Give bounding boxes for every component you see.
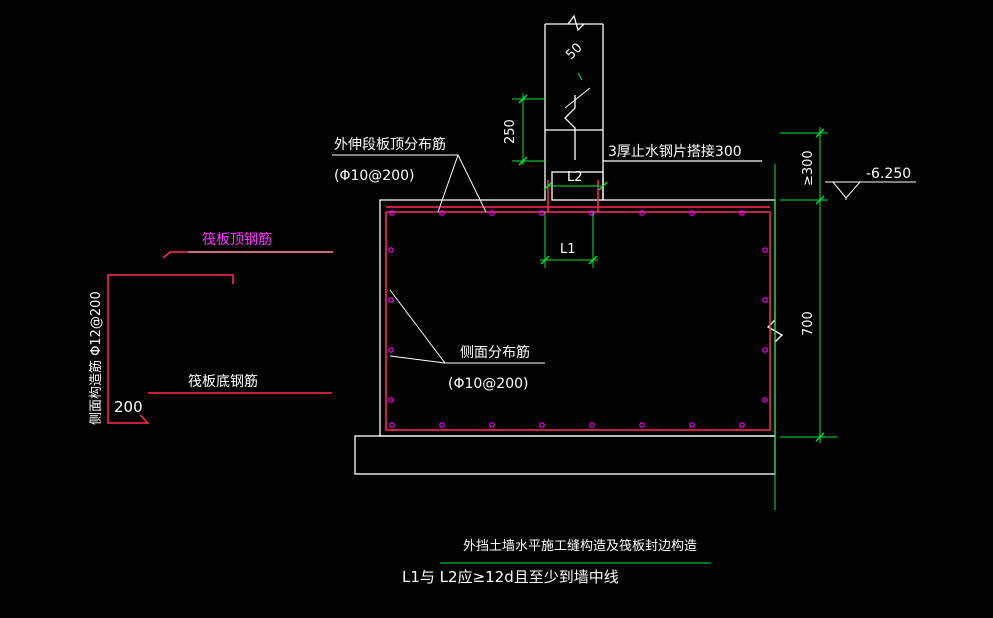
rebar-dot [589,422,595,428]
tick [540,255,550,265]
waterstop-label: 3厚止水钢片搭接300 [608,143,742,160]
tick [815,195,825,205]
rebar-dot [439,210,445,216]
rebar-dot [639,422,645,428]
top-dist-bar-spec: (Φ10@200) [334,168,414,184]
tick [518,156,528,166]
dim-300-label: ≥300 [801,150,816,186]
caption-note: L1与 L2应≥12d且至少到墙中线 [402,568,619,586]
side-construct-bar-label: 侧面构造筋 Φ12@200 [88,291,104,425]
rebar-dot [489,210,495,216]
elevation-label: -6.250 [866,166,911,182]
dim-700-label: 700 [801,311,816,336]
rebar-dot [739,422,745,428]
blinding-layer [354,435,776,475]
wall-outline-left [379,24,776,437]
tick [588,255,598,265]
elevation-symbol [825,181,916,200]
rebar-dot [388,347,394,353]
raft-top-bar-label: 筏板顶钢筋 [202,231,272,248]
dim-250-label: 250 [503,119,518,144]
rebar-dot [689,422,695,428]
tick [598,181,608,191]
rebar-dot-group [388,210,768,428]
rebar-dot [589,210,595,216]
tick [543,181,553,191]
caption-title: 外挡土墙水平施工缝构造及筏板封边构造 [463,538,697,554]
tick [518,94,528,104]
rebar-dot [539,422,545,428]
raft-bottom-bar-label: 筏板底钢筋 [188,373,258,390]
rebar-dot [639,210,645,216]
rebar-dot [389,210,395,216]
rebar-dot [762,297,768,303]
side-dist-leader-2 [389,355,446,364]
rebar-dot [489,422,495,428]
slope-label: 50 [563,41,585,63]
tick [815,432,825,442]
rebar-dot [439,422,445,428]
rebar-dot [689,210,695,216]
rebar-dot [762,247,768,253]
side-construct-bar-symbol [107,274,234,424]
slope-tick [577,72,583,81]
waterstop-angle-line [564,87,591,109]
dim-L1-label: L1 [560,242,576,257]
wall-break-symbol [567,14,585,32]
rebar-dot [762,397,768,403]
tick [815,128,825,138]
side-dist-bar-spec: (Φ10@200) [448,376,528,392]
hook-length-label: 200 [114,398,143,416]
top-dist-leader-2 [457,154,487,213]
raft-perimeter-rebar [385,211,771,431]
raft-top-bar-symbol [162,251,333,259]
rebar-dot [388,297,394,303]
rebar-dot [739,210,745,216]
rebar-dot [389,422,395,428]
rebar-dot [388,247,394,253]
side-dist-bar-label: 侧面分布筋 [460,344,530,361]
rebar-dot [762,347,768,353]
rebar-dot [539,210,545,216]
rebar-dot [388,397,394,403]
top-dist-bar-label: 外伸段板顶分布筋 [334,136,446,153]
waterstop-plate [564,95,576,160]
dim-L2-label: L2 [567,170,583,185]
